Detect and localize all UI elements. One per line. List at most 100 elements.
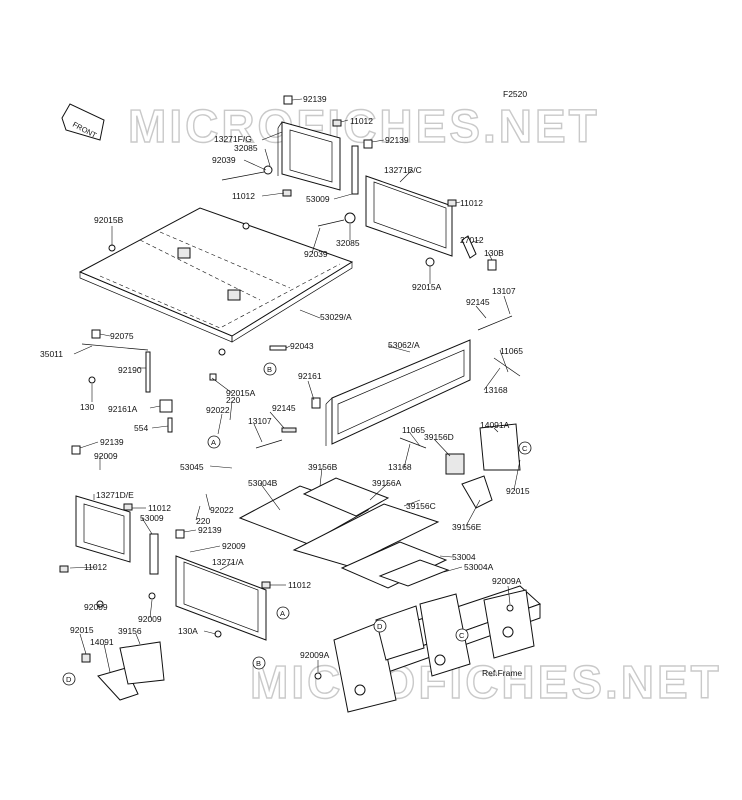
part-label: 53009 bbox=[306, 194, 330, 204]
part-label: 39156C bbox=[406, 501, 436, 511]
cargo-deck-panel bbox=[78, 207, 354, 356]
reference-frame bbox=[314, 585, 541, 713]
part-label: 92022 bbox=[210, 505, 234, 515]
part-label: 13271/A bbox=[212, 557, 244, 567]
part-label: 92145 bbox=[272, 403, 296, 413]
part-label: 130A bbox=[178, 626, 198, 636]
callout-a-2: A bbox=[276, 606, 290, 620]
part-label: 53004A bbox=[464, 562, 494, 572]
side-gate-left bbox=[59, 445, 159, 608]
side-gate-lower bbox=[175, 529, 271, 641]
part-label: 130B bbox=[484, 248, 504, 258]
svg-text:A: A bbox=[211, 438, 216, 447]
ref-frame-label: Ref.Frame bbox=[482, 668, 522, 678]
part-label: 39156 bbox=[118, 626, 142, 636]
callout-c-2: C bbox=[455, 628, 469, 642]
front-gate-panel bbox=[255, 315, 521, 449]
part-label: 32085 bbox=[336, 238, 360, 248]
part-label: 92039 bbox=[212, 155, 236, 165]
part-label: 92139 bbox=[385, 135, 409, 145]
part-label: 11012 bbox=[350, 116, 373, 126]
svg-text:D: D bbox=[66, 675, 72, 684]
part-label: 11012 bbox=[148, 503, 171, 513]
part-label: 92145 bbox=[466, 297, 490, 307]
bracket-53009-top bbox=[351, 139, 373, 195]
part-label: 53009 bbox=[140, 513, 164, 523]
callout-c-1: C bbox=[518, 441, 532, 455]
part-label: 13271D/E bbox=[96, 490, 134, 500]
part-label: 14091 bbox=[90, 637, 114, 647]
leader-lines bbox=[69, 98, 521, 673]
part-label: 32085 bbox=[234, 143, 258, 153]
part-label: 92039 bbox=[304, 249, 328, 259]
part-label: 13168 bbox=[388, 462, 412, 472]
part-label: 13168 bbox=[484, 385, 508, 395]
part-label: 13107 bbox=[248, 416, 272, 426]
part-label: 92022 bbox=[206, 405, 230, 415]
part-label: 92043 bbox=[290, 341, 314, 351]
part-label: 14091A bbox=[480, 420, 510, 430]
part-label: 92015 bbox=[70, 625, 94, 635]
part-label: 11012 bbox=[232, 191, 255, 201]
part-label: 220 bbox=[196, 516, 210, 526]
part-label: 11012 bbox=[84, 562, 107, 572]
part-label: 92009 bbox=[84, 602, 108, 612]
part-label: 53062/A bbox=[388, 340, 420, 350]
part-label: 27012 bbox=[460, 235, 484, 245]
part-label: 554 bbox=[134, 423, 148, 433]
part-label: 92009A bbox=[492, 576, 522, 586]
part-label: 13271F/G bbox=[214, 134, 252, 144]
part-label: 92161 bbox=[298, 371, 322, 381]
part-label: 13107 bbox=[492, 286, 516, 296]
part-label: 92139 bbox=[303, 94, 327, 104]
callout-d-1: D bbox=[373, 619, 387, 633]
part-label: 92015 bbox=[506, 486, 530, 496]
lower-left-cover bbox=[81, 641, 165, 701]
part-label: 92015B bbox=[94, 215, 124, 225]
svg-text:C: C bbox=[522, 444, 528, 453]
part-label: 130 bbox=[80, 402, 94, 412]
part-label: 220 bbox=[226, 395, 240, 405]
part-label: 53045 bbox=[180, 462, 204, 472]
svg-text:C: C bbox=[459, 631, 465, 640]
watermark-top: MICROFICHES.NET bbox=[128, 100, 600, 152]
part-label: 92015A bbox=[226, 388, 256, 398]
svg-text:A: A bbox=[280, 609, 285, 618]
part-label: 11012 bbox=[460, 198, 483, 208]
part-label: 39156B bbox=[308, 462, 338, 472]
part-label: 11065 bbox=[500, 346, 523, 356]
callout-d-2: D bbox=[62, 672, 76, 686]
part-label: 39156E bbox=[452, 522, 482, 532]
callout-b-2: B bbox=[252, 656, 266, 670]
part-label: 35011 bbox=[40, 349, 63, 359]
part-label: 92009 bbox=[138, 614, 162, 624]
svg-text:D: D bbox=[377, 622, 383, 631]
callout-b-1: B bbox=[263, 362, 277, 376]
part-label: 53004B bbox=[248, 478, 278, 488]
part-label: 92009A bbox=[300, 650, 330, 660]
watermark-bottom: MICROFICHES.NET bbox=[250, 656, 722, 708]
part-label: 92009 bbox=[94, 451, 118, 461]
figure-code: F2520 bbox=[503, 89, 527, 99]
part-label: 92009 bbox=[222, 541, 246, 551]
callout-a-1: A bbox=[207, 435, 221, 449]
part-label: 39156A bbox=[372, 478, 402, 488]
svg-text:B: B bbox=[267, 365, 272, 374]
part-label: 11012 bbox=[288, 580, 311, 590]
side-gate-right bbox=[317, 175, 497, 271]
part-label: 92075 bbox=[110, 331, 134, 341]
part-label: 92015A bbox=[412, 282, 442, 292]
svg-text:B: B bbox=[256, 659, 261, 668]
part-label: 39156D bbox=[424, 432, 454, 442]
part-label: 92139 bbox=[100, 437, 124, 447]
part-label: 13271B/C bbox=[384, 165, 422, 175]
part-label: 92161A bbox=[108, 404, 138, 414]
floor-mats bbox=[238, 423, 521, 589]
part-label: 92190 bbox=[118, 365, 142, 375]
front-arrow-icon: FRONT bbox=[61, 103, 105, 141]
part-label: 53004 bbox=[452, 552, 476, 562]
part-label: 53029/A bbox=[320, 312, 352, 322]
part-label: 11065 bbox=[402, 425, 425, 435]
part-label: 92139 bbox=[198, 525, 222, 535]
